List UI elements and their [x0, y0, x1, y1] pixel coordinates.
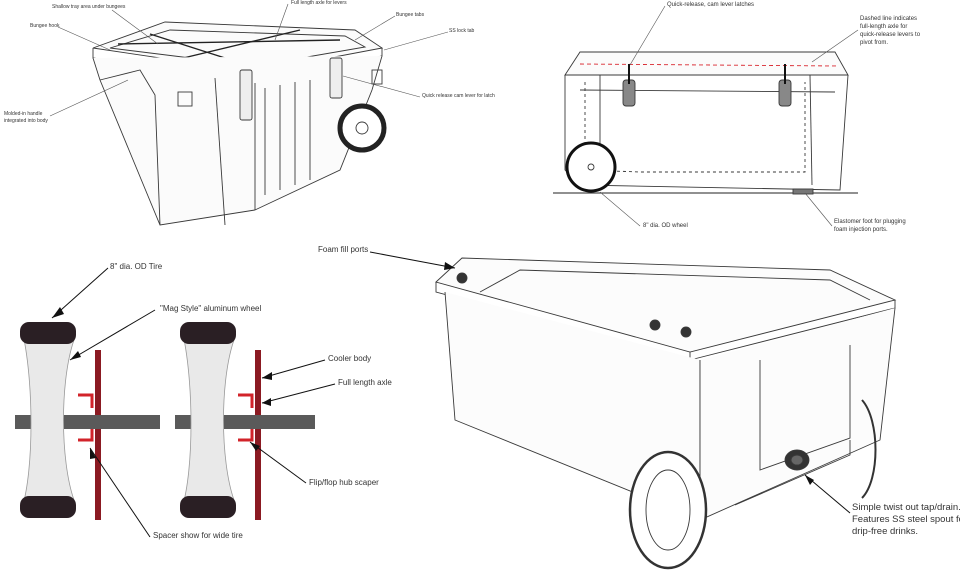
top-left-cooler-drawing	[92, 21, 387, 226]
label-spacer: Spacer show for wide tire	[153, 531, 243, 540]
label-shallow-tray: Shallow tray area under bungees	[52, 4, 126, 10]
label-cam-latches: Quick-release, cam lever latches	[667, 2, 755, 8]
label-cooler-body: Cooler body	[328, 354, 372, 363]
label-full-axle-levers: Full length axle for levers	[291, 0, 347, 6]
label-foot-line2: foam injection ports.	[834, 227, 888, 233]
bottom-left-wheel-section	[15, 322, 315, 520]
bottom-right-arrowheads	[444, 262, 814, 485]
label-ss-lock-tab: SS lock tab	[449, 28, 475, 34]
label-tap-line2: Features SS steel spout for	[852, 514, 960, 525]
label-hub-scraper: Flip/flop hub scaper	[309, 478, 379, 487]
label-foot-line1: Elastomer foot for plugging	[834, 219, 906, 225]
label-mag-wheel: "Mag Style" aluminum wheel	[160, 304, 262, 313]
top-right-leader-lines	[599, 5, 859, 227]
label-full-axle: Full length axle	[338, 378, 392, 387]
label-bungee-hook: Bungee hook	[30, 23, 60, 29]
label-tap-line3: drip-free drinks.	[852, 526, 918, 537]
label-bungee-tabs: Bungee tabs	[396, 12, 425, 18]
label-tap-line1: Simple twist out tap/drain.	[852, 502, 960, 513]
top-left-leader-lines	[49, 3, 449, 117]
bottom-right-cooler-drawing	[435, 257, 897, 570]
label-dashed-line4: pivot from.	[860, 40, 889, 46]
label-dashed-line1: Dashed line indicates	[860, 16, 918, 22]
top-right-front-elevation	[553, 51, 858, 195]
label-dashed-line3: quick-release levers to	[860, 32, 921, 38]
label-tire: 8" dia. OD Tire	[110, 262, 163, 271]
label-dashed-line2: full-length axle for	[860, 24, 908, 30]
label-molded-handle-line1: Molded-in handle	[4, 111, 43, 117]
label-od-wheel: 8" dia. OD wheel	[643, 223, 688, 229]
label-foam-ports: Foam fill ports	[318, 245, 369, 254]
label-molded-handle-line2: integrated into body	[4, 118, 48, 124]
bottom-left-arrowheads	[52, 307, 272, 459]
label-quick-release-latch: Quick release cam lever for latch	[422, 93, 495, 99]
bottom-left-arrows	[51, 267, 336, 538]
